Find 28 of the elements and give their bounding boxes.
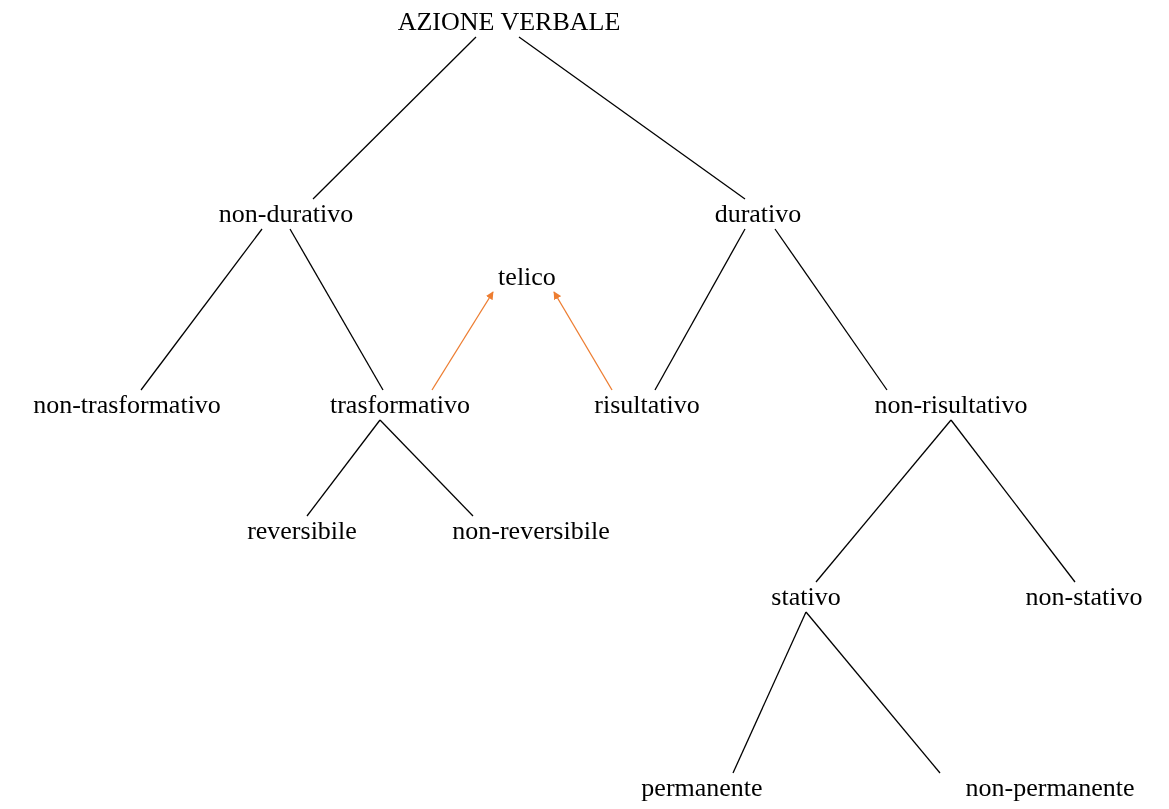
- category-label: trasformativo: [329, 390, 471, 420]
- category-label: telico: [498, 262, 556, 292]
- tree-line: [654, 228, 746, 391]
- category-label: risultativo: [594, 390, 700, 420]
- category-label: non-risultativo: [874, 390, 1028, 420]
- arrow: [553, 291, 613, 391]
- tree-line: [518, 36, 746, 200]
- tree-line: [289, 228, 384, 391]
- category-label: stativo: [771, 582, 841, 612]
- category-label: non-durativo: [218, 199, 354, 229]
- tree-line: [732, 611, 807, 774]
- category-label: permanente: [641, 773, 763, 803]
- category-label: durativo: [714, 199, 802, 229]
- tree-line: [306, 419, 381, 517]
- tree-line: [950, 419, 1076, 583]
- tree-line: [140, 228, 263, 391]
- category-label: non-reversibile: [452, 516, 610, 546]
- category-label: non-trasformativo: [33, 390, 221, 420]
- category-label: AZIONE VERBALE: [397, 7, 621, 37]
- tree-line: [805, 611, 941, 774]
- tree-line: [815, 419, 952, 583]
- tree-line: [774, 228, 888, 391]
- category-label: reversibile: [247, 516, 357, 546]
- category-label: non-stativo: [1025, 582, 1143, 612]
- category-label: non-permanente: [965, 773, 1135, 803]
- tree-line: [312, 36, 477, 200]
- tree-line: [379, 419, 474, 517]
- arrow: [431, 291, 494, 391]
